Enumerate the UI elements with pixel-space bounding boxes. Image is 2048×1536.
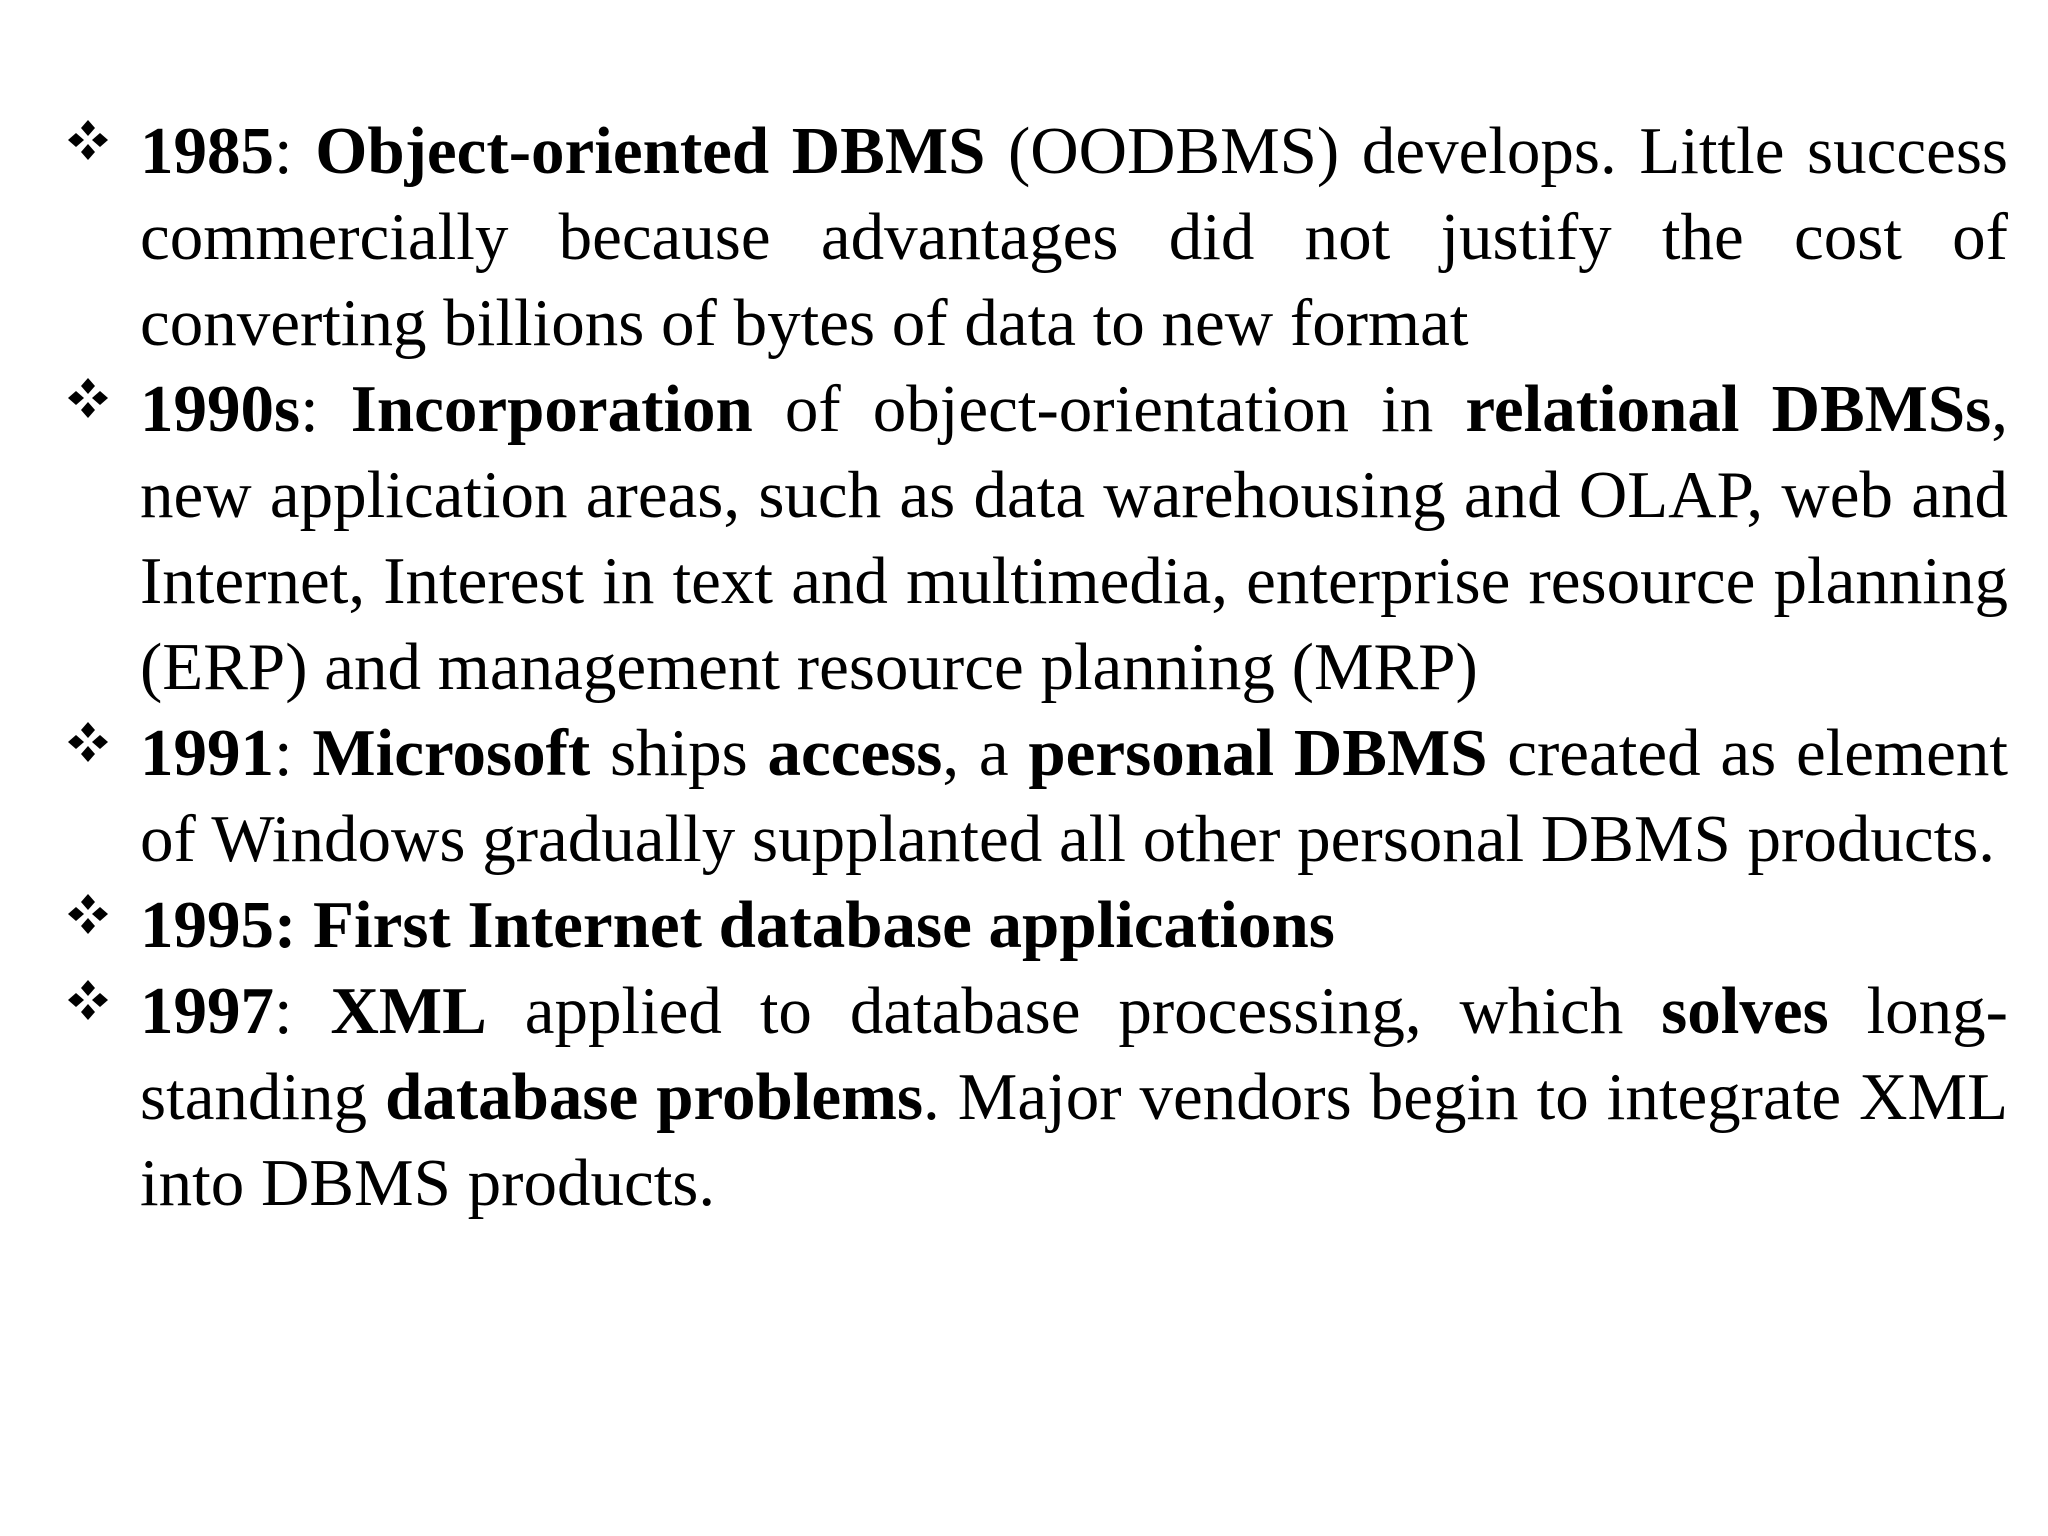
item-text-segment: Microsoft [312, 716, 591, 790]
item-text-segment: 1990s [140, 372, 301, 446]
item-text-segment: applied to database processing, which [486, 974, 1662, 1048]
bullet-item-1985: 1985: Object-oriented DBMS (OODBMS) deve… [60, 108, 2008, 366]
four-diamond-bullet-icon [66, 720, 110, 764]
bullet-item-1990s: 1990s: Incorporation of object-orientati… [60, 366, 2008, 710]
item-text-segment: Object-oriented DBMS [315, 114, 986, 188]
bullet-item-1991: 1991: Microsoft ships access, a personal… [60, 710, 2008, 882]
item-text-segment: 1985 [140, 114, 274, 188]
item-text-segment: database problems [385, 1060, 924, 1134]
item-text-segment: Incorporation [350, 372, 753, 446]
item-text-segment: : [274, 114, 316, 188]
bullet-item-1997: 1997: XML applied to database processing… [60, 968, 2008, 1226]
item-text-segment: relational DBMSs [1465, 372, 1992, 446]
item-text-segment: solves [1661, 974, 1829, 1048]
item-text-segment: : [300, 372, 351, 446]
item-text-segment: : [274, 974, 331, 1048]
item-text-segment: : [274, 716, 313, 790]
item-text-segment: (OODBMS) develops. Little success commer… [140, 114, 2008, 360]
item-text-segment: 1995: First Internet database applicatio… [140, 888, 1335, 962]
four-diamond-bullet-icon [66, 978, 110, 1022]
item-text-segment: . Major vendors begin to integrate XML i… [140, 1060, 2008, 1220]
item-text-segment: created as element of Windows gradually … [140, 716, 2008, 876]
item-text-segment: ships [590, 716, 768, 790]
item-text-segment: long-standing [140, 974, 2008, 1134]
four-diamond-bullet-icon [66, 376, 110, 420]
item-text-segment: , a [942, 716, 1029, 790]
item-text-segment: 1991 [140, 716, 274, 790]
four-diamond-bullet-icon [66, 892, 110, 936]
item-text-segment: , new application areas, such as data wa… [140, 372, 2008, 704]
bullet-item-1995: 1995: First Internet database applicatio… [60, 882, 2008, 968]
item-text-segment: 1997 [140, 974, 274, 1048]
item-text-segment: access [767, 716, 943, 790]
item-text-segment: personal DBMS [1028, 716, 1488, 790]
item-text-segment: XML [330, 974, 487, 1048]
item-text-segment: of object-orientation in [752, 372, 1466, 446]
bullet-list: 1985: Object-oriented DBMS (OODBMS) deve… [60, 108, 2008, 1226]
four-diamond-bullet-icon [66, 118, 110, 162]
slide-content: 1985: Object-oriented DBMS (OODBMS) deve… [60, 108, 2008, 1226]
